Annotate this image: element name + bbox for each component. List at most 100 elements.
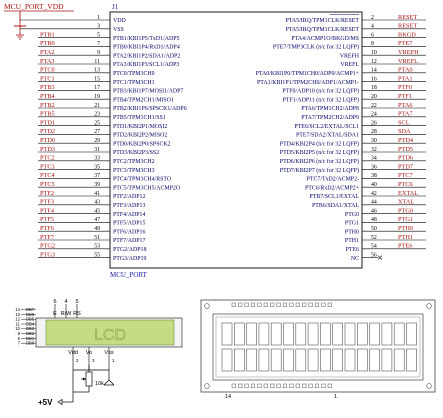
lcd-data-pin-label: DB2 — [26, 331, 35, 336]
right-net-label: PTD4 — [398, 137, 414, 144]
right-net-label: SDA — [398, 128, 411, 135]
lcd-data-pin-label: DB1 — [26, 336, 35, 341]
left-net-label: PTB1 — [40, 31, 55, 38]
right-pin-function: PTF0/ADP10 (n/c for 32 LQFP) — [282, 88, 359, 95]
right-net-label: PTD7 — [398, 163, 413, 170]
left-pin-function: PTB3/KBI1P7/MOSI1/ADP7 — [113, 89, 183, 95]
left-pin-function: PTD3/KBI2P3/SS2 — [113, 150, 159, 156]
right-pin-number: 8 — [371, 41, 374, 47]
right-pin-function: PTB7/SCL1/EXTAL — [309, 194, 359, 200]
right-pin-number: 12 — [371, 59, 377, 65]
left-pin-number: 39 — [94, 182, 100, 188]
left-pin-number: 3 — [97, 24, 100, 30]
lcd-top-pin-label: RS — [73, 311, 81, 317]
left-net-label: PTG3 — [40, 251, 55, 258]
left-pin-function: PTG2/ADP18 — [113, 247, 146, 253]
left-net-label: PTG2 — [40, 243, 55, 250]
pot-circuit: 10k +5V — [38, 365, 115, 407]
left-net-label: PTB2 — [40, 102, 55, 109]
left-net-label: PTB0 — [40, 40, 55, 47]
left-pin-number: 23 — [94, 112, 100, 118]
left-pin-function: PTC4/TPM3CH4/RSTO — [113, 177, 172, 183]
right-pin-number: 42 — [371, 191, 377, 197]
left-pin-number: 15 — [94, 76, 100, 82]
right-pin-number: 36 — [371, 164, 377, 170]
lcd-screen — [45, 319, 175, 346]
left-net-label: PTB4 — [40, 93, 56, 100]
left-pin-function: PTB1/KBI1P5/TxD1/ADP5 — [113, 36, 179, 42]
right-pin-function: PTA0/KBI1P0/TPM1CH0/ADP0/ACMP1+ — [256, 71, 360, 77]
right-pin-number: 14 — [371, 68, 377, 74]
right-pin-function: PTB6/SDA1/XTAL — [312, 203, 359, 209]
left-net-label: PTF3 — [40, 199, 54, 206]
lcd-module-outline: 14 1 — [200, 299, 436, 400]
left-pin-function: PTD2/KBI2P2/MISO2 — [113, 133, 167, 139]
left-pin-function: PTB4/TPM2CH1/MISO1 — [113, 97, 174, 103]
right-pin-number: 50 — [371, 226, 377, 232]
left-pin-number: 1 — [97, 15, 100, 21]
right-pin-number: 26 — [371, 120, 377, 126]
left-pin-function: PTC2/TPM3CH2 — [113, 159, 155, 165]
left-pin-number: 53 — [94, 244, 100, 250]
vdd-power-symbol: MCU_PORT_VDD — [4, 2, 74, 40]
module-pin-number-left: 14 — [225, 394, 231, 400]
right-net-label: PTF1 — [398, 93, 412, 100]
left-net-label: PTA2 — [40, 49, 55, 56]
left-pin-number: 43 — [94, 200, 100, 206]
right-pin-function: PTD5/KBI2P5 (n/c for 32 LQFP) — [280, 149, 359, 156]
lcd-data-pin-number: 8 — [18, 336, 21, 341]
right-pin-function: PTH1 — [345, 238, 359, 244]
supply-label: +5V — [38, 398, 53, 407]
lcd-data-pin-number: 7 — [18, 341, 21, 346]
left-pin-number: 17 — [94, 85, 100, 91]
left-net-label: PTF2 — [40, 190, 54, 197]
left-net-label: PTC0 — [40, 67, 55, 74]
right-net-label: PTG1 — [398, 216, 413, 223]
lcd-data-pin-number: 9 — [18, 331, 21, 336]
left-pin-function: PTD0/KBI2P0/SPSCK2 — [113, 141, 171, 147]
left-pin-function: PTC3/TPM3CH3 — [113, 168, 155, 174]
right-net-label: SCL — [398, 119, 410, 126]
right-pin-number: 48 — [371, 217, 377, 223]
right-pin-number: 16 — [371, 76, 377, 82]
left-pin-number: 47 — [94, 217, 100, 223]
left-net-label: PTC2 — [40, 155, 55, 162]
left-pin-function: VSS — [113, 27, 124, 33]
left-pin-number: 25 — [94, 120, 100, 126]
left-pin-function: PTG3/ADP19 — [113, 256, 146, 262]
right-net-label: VREFH — [398, 49, 419, 56]
left-pin-function: PTA3/KBI1P3/SCL1/ADP3 — [113, 62, 179, 68]
module-top-pins — [231, 302, 332, 307]
lcd-data-pin-label: DB5 — [26, 317, 35, 322]
left-pin-function: VDD — [113, 18, 127, 24]
left-pin-number: 33 — [94, 156, 100, 162]
left-pin-function: PTF2/ADP12 — [113, 194, 145, 200]
left-pin-function: PTC1/TPM3CH1 — [113, 80, 155, 86]
right-pin-function: PTA1/KBI1P1/TPM2CH0/ADP1/ACMP1- — [257, 80, 359, 86]
right-pin-number: 44 — [371, 200, 377, 206]
left-pin-number: 11 — [94, 59, 100, 65]
right-pin-function: PTA7/TPM2CH2/ADP9 — [301, 115, 359, 121]
